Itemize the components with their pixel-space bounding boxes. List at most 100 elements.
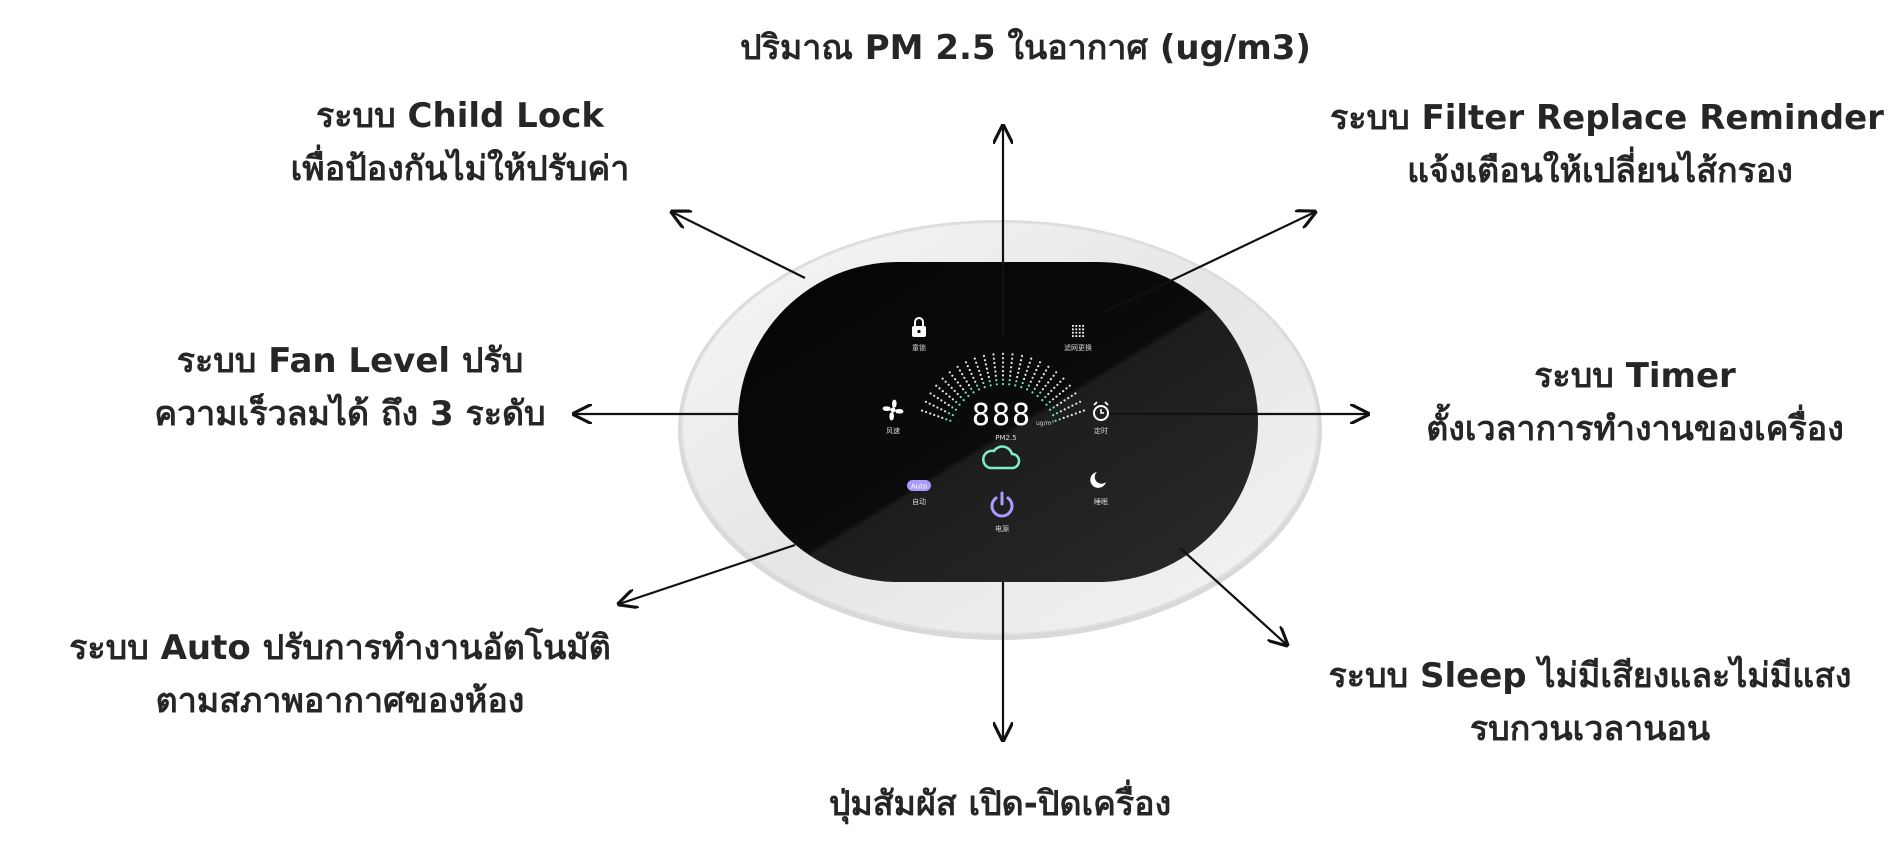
arc-dot [1020, 354, 1024, 358]
arc-dot [1052, 406, 1055, 409]
arc-dot [1011, 357, 1014, 360]
arc-dot [928, 402, 931, 405]
arc-dot [924, 400, 928, 403]
arc-dot [951, 406, 954, 409]
arc-dot [1017, 371, 1020, 374]
arc-dot [1001, 370, 1005, 373]
arc-dot [965, 380, 968, 383]
arc-dot [956, 381, 959, 384]
arc-dot [976, 365, 979, 368]
timer-icon[interactable] [1093, 401, 1109, 421]
arc-dot [1015, 380, 1018, 383]
arc-dot [1018, 367, 1021, 370]
arc-dot [1047, 365, 1050, 368]
filter-dot [1082, 335, 1084, 337]
arc-dot [993, 361, 996, 365]
filter-dot [1082, 325, 1084, 327]
arc-dot [961, 373, 964, 376]
callout-child-lock-line1: ระบบ Child Lock [316, 96, 604, 136]
arc-dot [980, 377, 984, 381]
arc-dot [1042, 373, 1045, 376]
filter-dot [1078, 328, 1081, 331]
pm-label: PM2.5 [995, 434, 1016, 442]
fan-speed-label: 风速 [886, 427, 900, 435]
callout-sleep-line1: ระบบ Sleep ไม่มีเสียงและไม่มีแสง [1328, 656, 1852, 696]
arc-dot [974, 380, 977, 383]
callout-pm25-line1: ปริมาณ PM 2.5 ในอากาศ (ug/m3) [740, 28, 1311, 68]
arc-dot [945, 418, 948, 421]
arc-dot [1062, 390, 1065, 393]
arc-dot [933, 394, 936, 397]
arc-dot [1074, 392, 1077, 395]
arc-dot [1052, 414, 1055, 417]
arc-dot [993, 366, 997, 369]
callout-sleep-line2: รบกวนเวลานอน [1469, 708, 1711, 749]
arc-dot [948, 371, 951, 374]
arc-dot [967, 384, 971, 387]
fan-speed-icon[interactable] [882, 399, 904, 421]
arc-dot [1059, 380, 1062, 383]
arc-dot [973, 357, 976, 360]
power-icon[interactable] [990, 491, 1014, 518]
pm-unit: ug/m³ [1036, 420, 1054, 427]
arc-dot [1074, 412, 1077, 415]
arc-dot [1063, 399, 1066, 402]
arc-dot [936, 397, 939, 400]
arc-dot [956, 365, 959, 368]
arc-dot [964, 391, 967, 394]
arc-dot [1001, 352, 1005, 355]
arc-dot [992, 357, 996, 360]
arc-dot [1067, 406, 1070, 409]
arc-dot [940, 408, 943, 411]
arc-dot [1052, 398, 1055, 401]
arc-dot [950, 386, 953, 389]
arc-dot [1058, 392, 1061, 395]
arc-dot [976, 384, 979, 387]
arc-dot [933, 413, 936, 417]
arc-dot [1036, 394, 1039, 398]
callout-power: ปุ่มสัมผัส เปิด-ปิดเครื่อง [770, 778, 1230, 831]
filter-replace-icon[interactable] [1072, 325, 1084, 337]
arc-dot [972, 376, 975, 379]
arc-dot [951, 398, 955, 401]
arc-dot [994, 370, 997, 373]
arc-dot [949, 419, 952, 422]
arc-dot [951, 374, 954, 377]
arc-dot [954, 378, 957, 381]
arc-dot [1062, 377, 1065, 380]
arc-dot [959, 384, 962, 387]
callout-fan-line1: ระบบ Fan Level ปรับ [176, 341, 524, 381]
arc-dot [943, 401, 947, 404]
arc-dot [936, 406, 939, 409]
arc-dot [941, 377, 944, 380]
arc-dot [1059, 410, 1062, 413]
sleep-moon-icon[interactable] [1090, 472, 1106, 488]
callout-auto-line2: ตามสภาพอากาศของห้อง [155, 680, 525, 721]
callout-child-lock: ระบบ Child Lock เพื่อป้องกันไม่ให้ปรับค่… [230, 90, 690, 195]
arc-dot [1056, 383, 1059, 386]
arc-dot [1011, 353, 1014, 356]
arc-dot [1055, 395, 1058, 398]
arc-dot [963, 376, 966, 379]
auto-mode-button[interactable]: Auto [907, 480, 931, 491]
arrow-child-lock [672, 212, 806, 279]
arc-dot [1026, 388, 1029, 391]
filter-dot [1075, 331, 1078, 334]
arc-dot [982, 381, 985, 385]
arc-dot [1028, 361, 1031, 364]
child-lock-icon[interactable] [912, 317, 926, 337]
callout-child-lock-line2: เพื่อป้องกันไม่ให้ปรับค่า [290, 148, 630, 189]
filter-dot [1075, 328, 1078, 331]
air-purifier-panel [678, 220, 1322, 640]
arc-dot [1049, 408, 1052, 411]
arc-dot [944, 380, 947, 383]
callout-filter: ระบบ Filter Replace Reminder แจ้งเตือนให… [1330, 92, 1884, 197]
arc-dot [1059, 401, 1063, 404]
arc-dot [954, 408, 958, 411]
arc-dot [1053, 386, 1056, 389]
filter-dot [1072, 325, 1074, 327]
arc-dot [1024, 373, 1027, 376]
arc-dot [1001, 357, 1005, 360]
filter-dot [1075, 325, 1078, 327]
